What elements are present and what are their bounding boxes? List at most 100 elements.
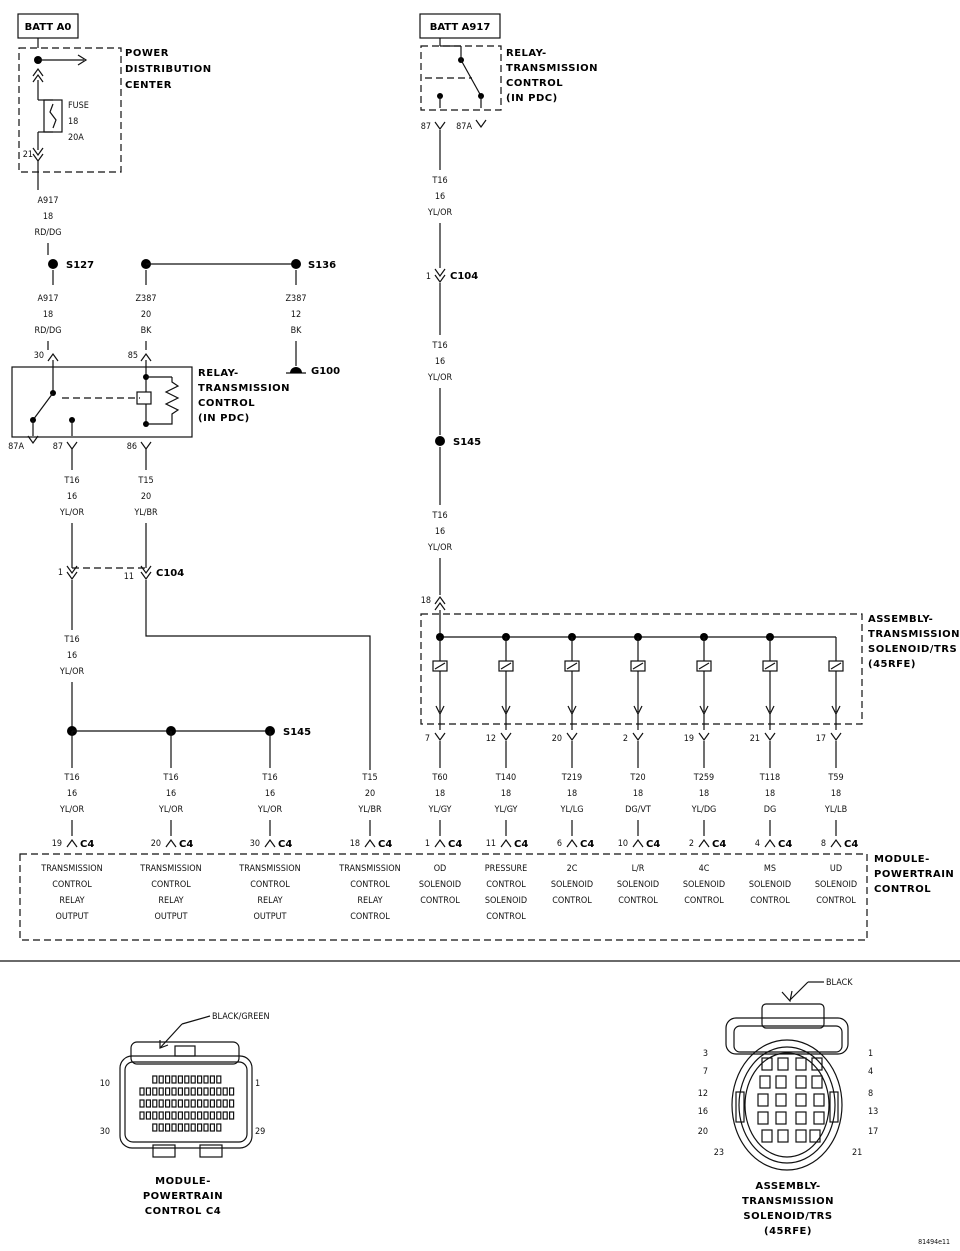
arrow-icon <box>159 1040 169 1049</box>
connector-mark <box>140 571 152 581</box>
function-label: UD <box>830 864 842 874</box>
wire-label: YL/DG <box>691 805 717 815</box>
pin-cavity <box>177 1111 183 1120</box>
wire-label: YL/BR <box>133 508 158 518</box>
ground-icon <box>290 367 302 373</box>
connector-mark <box>66 571 78 581</box>
connector-title: CONTROL C4 <box>145 1206 221 1217</box>
connector-mark <box>434 601 446 611</box>
pin-cavity <box>171 1099 177 1108</box>
pin-cavity <box>139 1099 145 1108</box>
wire-label: T16 <box>431 511 447 521</box>
pin-cavity <box>171 1111 177 1120</box>
wire-label: 18 <box>501 789 511 799</box>
relay-label: TRANSMISSION <box>198 383 290 394</box>
pin-cavity <box>209 1099 215 1108</box>
connector-mark <box>66 838 78 848</box>
connector-label: C4 <box>514 839 528 850</box>
connector-mark <box>698 732 710 742</box>
connector-title: ASSEMBLY- <box>755 1181 820 1192</box>
batt-a917-box <box>419 13 501 39</box>
connector-mark <box>32 147 44 157</box>
pin-cavity <box>813 1111 825 1125</box>
connector-mark <box>764 838 776 848</box>
pin-cavity <box>775 1111 787 1125</box>
pin-cavity <box>158 1075 164 1084</box>
pin-number: 10 <box>100 1079 110 1089</box>
pin-cavity <box>811 1075 823 1089</box>
wire-label: T259 <box>693 773 714 783</box>
pin-cavity <box>209 1087 215 1096</box>
pin-cavity <box>152 1111 158 1120</box>
pin-cavity <box>139 1111 145 1120</box>
wire-label: 20 <box>365 789 375 799</box>
pin-cavity <box>145 1111 151 1120</box>
wire <box>181 1015 211 1025</box>
splice-s127 <box>48 259 58 269</box>
pin-cavity <box>209 1111 215 1120</box>
pin-cavity <box>177 1087 183 1096</box>
wire-label: T15 <box>137 476 153 486</box>
connector-title: POWERTRAIN <box>143 1191 223 1202</box>
function-label: 2C <box>567 864 578 874</box>
splice-label: S145 <box>283 727 311 738</box>
pin-cavity <box>184 1087 190 1096</box>
wire-label: DG <box>764 805 777 815</box>
function-label: CONTROL <box>486 880 526 890</box>
function-label: SOLENOID <box>749 880 791 890</box>
pin-number: 1 <box>425 839 430 849</box>
solenoid-label: SOLENOID/TRS <box>868 644 957 655</box>
latch <box>174 1045 196 1057</box>
pdc-label: CENTER <box>125 80 172 91</box>
coil-icon <box>136 391 152 405</box>
connector-label: C4 <box>844 839 858 850</box>
function-label: CONTROL <box>350 912 390 922</box>
pin-cavity <box>152 1075 158 1084</box>
pin-cavity <box>761 1129 773 1143</box>
pin-cavity <box>216 1111 222 1120</box>
latch <box>761 1003 825 1029</box>
wire-label: 16 <box>435 527 445 537</box>
connector-part <box>731 1039 843 1171</box>
pin-cavity <box>152 1099 158 1108</box>
pin-number: 87 <box>53 442 63 452</box>
connector-label: C4 <box>179 839 193 850</box>
solenoid-label: (45RFE) <box>868 659 916 670</box>
connector-title: TRANSMISSION <box>742 1196 834 1207</box>
pin-number: 11 <box>124 572 134 582</box>
pin-number: 85 <box>128 351 138 361</box>
pin-cavity <box>757 1093 769 1107</box>
connector-mark <box>27 435 39 445</box>
wire-label: 16 <box>67 651 77 661</box>
pin-cavity <box>190 1111 196 1120</box>
relay-label: TRANSMISSION <box>506 63 598 74</box>
connector-mark <box>32 67 44 77</box>
connector-part <box>738 1046 836 1164</box>
pin-cavity <box>777 1129 789 1143</box>
pcm-box <box>19 853 868 941</box>
wire <box>698 662 710 670</box>
wire-label: YL/OR <box>427 208 453 218</box>
pin-cavity <box>777 1057 789 1071</box>
pin-cavity <box>229 1099 235 1108</box>
wire <box>500 662 512 670</box>
wire-label: 16 <box>67 789 77 799</box>
connector-part <box>152 1144 176 1158</box>
ground-label: G100 <box>311 366 340 377</box>
pin-number: 4 <box>868 1067 873 1077</box>
pin-cavity <box>158 1123 164 1132</box>
pcm-label: MODULE- <box>874 854 930 865</box>
connector-mark <box>500 732 512 742</box>
connector-label: C4 <box>448 839 462 850</box>
wire <box>566 662 578 670</box>
wire-label: YL/OR <box>59 667 85 677</box>
pin-cavity <box>145 1087 151 1096</box>
wire-label: A917 <box>38 196 59 206</box>
connector-label: C4 <box>378 839 392 850</box>
wire-label: DG/VT <box>625 805 651 815</box>
connector-mark <box>764 732 776 742</box>
pin-number: 4 <box>755 839 760 849</box>
function-label: CONTROL <box>750 896 790 906</box>
function-label: L/R <box>632 864 645 874</box>
